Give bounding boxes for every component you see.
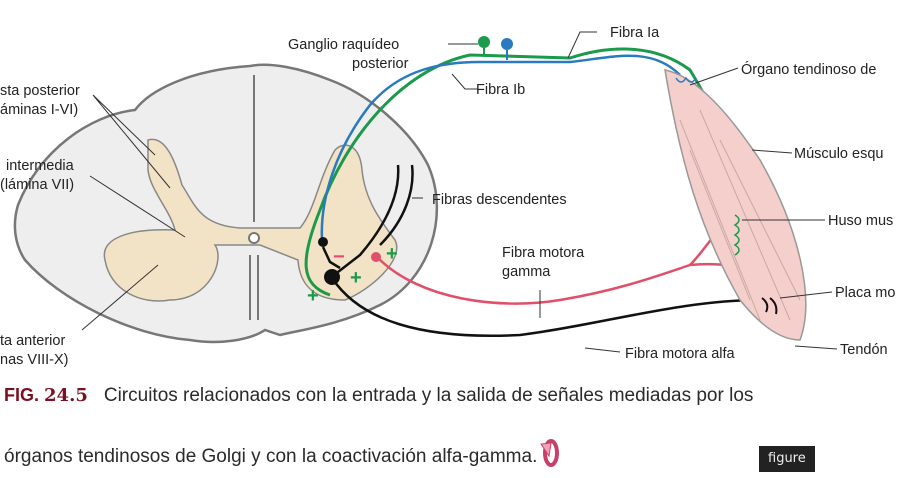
- tooltip: figure: [759, 446, 815, 472]
- label-fiber-ib: Fibra Ib: [476, 82, 525, 98]
- label-intermediate-line1: intermedia: [6, 158, 75, 174]
- label-spindle: Huso mus: [828, 213, 893, 229]
- label-descending: Fibras descendentes: [432, 192, 567, 208]
- gray-matter: [103, 138, 398, 302]
- motor-plate: [761, 297, 778, 315]
- label-ventral-horn-line1: ta anterior: [0, 333, 65, 349]
- label-ganglion-line2: posterior: [352, 56, 409, 72]
- reflex-circuit-diagram: − + + + sta posterior áminas I-VI) inter…: [0, 25, 895, 368]
- label-fiber-ia: Fibra Ia: [610, 25, 660, 41]
- muscle: [664, 69, 807, 341]
- inhibitory-sign: −: [333, 246, 345, 268]
- label-muscle: Músculo esqu: [794, 146, 883, 162]
- label-gamma-line2: gamma: [502, 264, 551, 280]
- label-dorsal-horn-line1: sta posterior: [0, 83, 80, 99]
- figure-caption-line1: FIG. 24.5 Circuitos relacionados con la e…: [4, 385, 753, 407]
- fiber-ib-line: [320, 54, 681, 241]
- label-intermediate-line2: (lámina VII): [0, 177, 74, 193]
- label-gamma-line1: Fibra motora: [502, 245, 585, 261]
- interneuron: [318, 237, 328, 247]
- caption-text-line1: Circuitos relacionados con la entrada y …: [103, 385, 754, 406]
- spinal-cord: [13, 63, 439, 344]
- label-ganglion-line1: Ganglio raquídeo: [288, 37, 399, 53]
- golgi-tendon-organ: [675, 76, 697, 83]
- figure-caption-line2: órganos tendinosos de Golgi y con la coa…: [4, 438, 561, 468]
- figure-label: FIG.: [4, 385, 39, 405]
- figure-number: FIG. 24.5: [4, 385, 88, 406]
- label-golgi-organ: Órgano tendinoso de: [741, 61, 876, 78]
- excitatory-sign-1: +: [350, 267, 362, 289]
- leader-lines-right: [412, 31, 838, 353]
- label-ventral-horn-line2: nas VIII-X): [0, 352, 69, 368]
- white-matter: [13, 63, 439, 344]
- label-dorsal-horn-line2: áminas I-VI): [0, 102, 78, 118]
- label-motor-plate: Placa mo: [835, 285, 895, 301]
- excitatory-sign-3: +: [307, 285, 319, 307]
- replay-icon[interactable]: [539, 438, 561, 468]
- anterior-fissure: [249, 255, 259, 320]
- caption-text-line2: órganos tendinosos de Golgi y con la coa…: [4, 446, 538, 467]
- excitatory-sign-2: +: [386, 243, 398, 265]
- descending-fibers: [337, 164, 414, 273]
- alpha-motor-neuron: [324, 269, 340, 285]
- leader-lines-left: [81, 94, 186, 331]
- label-alpha: Fibra motora alfa: [625, 346, 736, 362]
- ganglion-cell-ia: [478, 36, 490, 48]
- gamma-motor-neuron: [371, 252, 381, 262]
- central-canal: [248, 232, 260, 244]
- ganglion-cell-ib: [501, 38, 513, 50]
- label-tendon: Tendón: [840, 342, 888, 358]
- figure-number-value: 24.5: [44, 385, 88, 406]
- muscle-spindle-coil: [733, 214, 740, 256]
